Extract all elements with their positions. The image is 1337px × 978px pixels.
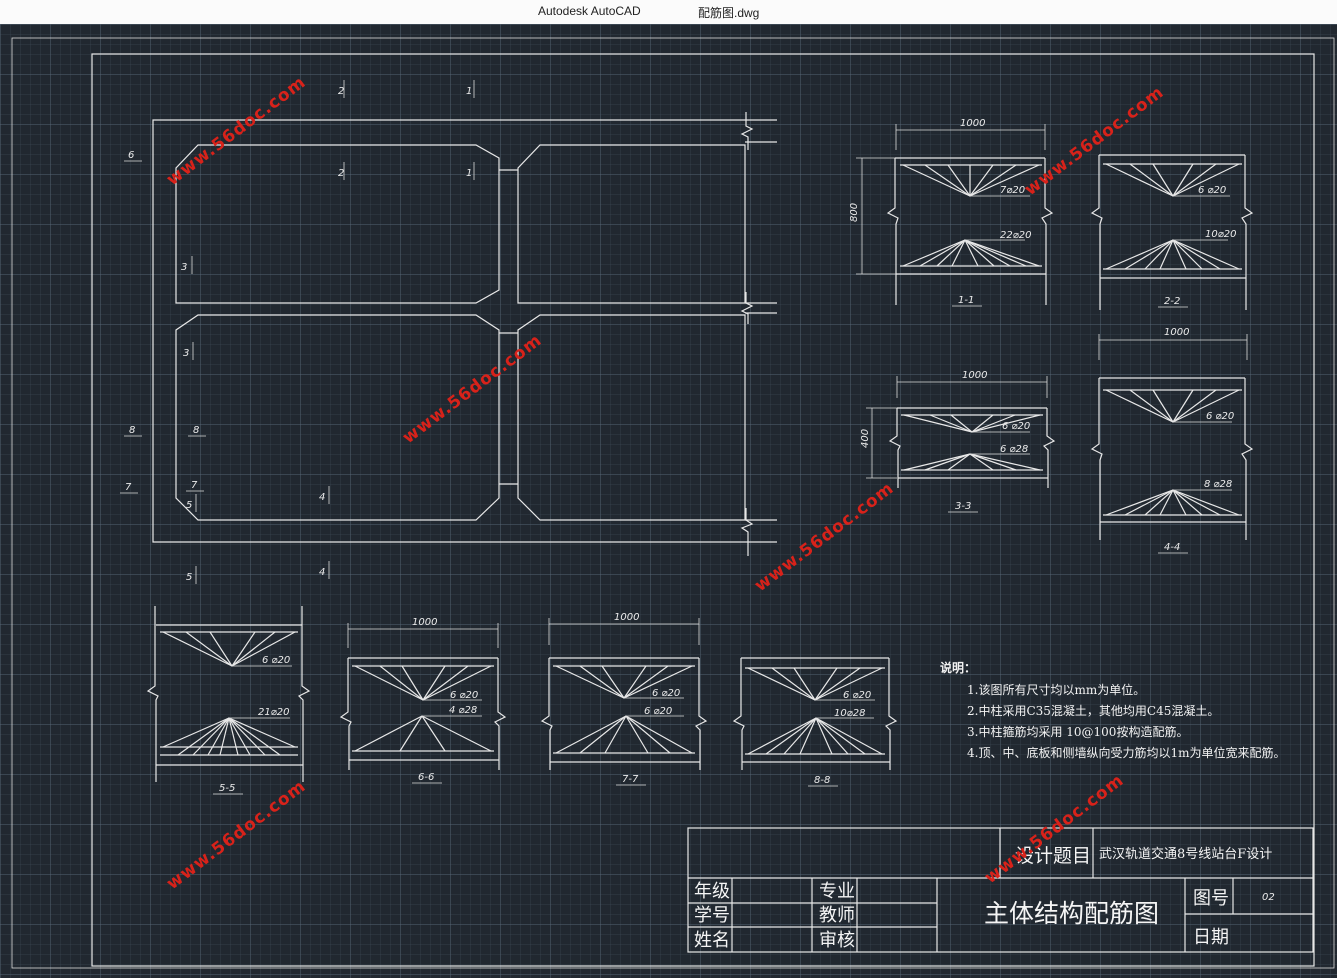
cut-label-8-a: 8: [129, 425, 135, 436]
cut-label-3-b: 3: [183, 348, 189, 359]
window-titlebar: Autodesk AutoCAD 配筋图.dwg: [0, 0, 1337, 25]
drawing-svg: 2 1 2 1 6 3 3 8 8 7 7 5 5 4 4 1000: [11, 37, 1335, 969]
outer-frame: [11, 37, 1335, 969]
s77-title: 7-7: [622, 774, 639, 785]
date-label: 日期: [1193, 927, 1229, 948]
s88-bottom-bar: 10⌀28: [834, 708, 865, 719]
note-4: 4.顶、中、底板和侧墙纵向受力筋均以1m为单位宽来配筋。: [967, 745, 1285, 760]
section-1-1: 1000 800 7⌀20 22⌀20 1-1: [849, 118, 1054, 307]
s44-width: 1000: [1164, 327, 1189, 338]
section-6-6: 1000 6 ⌀20 4 ⌀28 6-6: [339, 617, 507, 784]
s77-bottom-bar: 6 ⌀20: [644, 706, 672, 717]
s77-top-bar: 6 ⌀20: [652, 688, 680, 699]
design-topic-label: 设计题目: [1015, 845, 1091, 867]
station-plan: 2 1 2 1 6 3 3 8 8 7 7 5 5 4 4: [120, 80, 777, 584]
s66-top-bar: 6 ⌀20: [450, 690, 478, 701]
design-notes: 说明： 1.该图所有尺寸均以mm为单位。 2.中柱采用C35混凝土，其他均用C4…: [940, 660, 1285, 760]
watermark-1: www.56doc.com: [163, 72, 310, 190]
cut-label-4-b: 4: [319, 567, 325, 578]
title-block: 设计题目 武汉轨道交通8号线站台F设计 年级 学号 姓名 专业 教师 审核 主体…: [687, 827, 1314, 953]
s22-bottom-bar: 10⌀20: [1205, 229, 1236, 240]
s55-bottom-bar: 21⌀20: [258, 707, 289, 718]
name-label: 姓名: [694, 930, 730, 951]
section-8-8: 6 ⌀20 10⌀28 8-8: [732, 657, 898, 787]
s33-title: 3-3: [955, 501, 971, 512]
drawing-canvas[interactable]: 2 1 2 1 6 3 3 8 8 7 7 5 5 4 4 1000: [0, 24, 1337, 978]
drawing-no: 02: [1262, 892, 1275, 903]
s44-top-bar: 6 ⌀20: [1206, 411, 1234, 422]
s55-title: 5-5: [219, 783, 235, 794]
cut-label-8-b: 8: [193, 425, 199, 436]
section-7-7: 1000 6 ⌀20 6 ⌀20 7-7: [540, 612, 708, 786]
s33-top-bar: 6 ⌀20: [1002, 421, 1030, 432]
cut-label-1-mid: 1: [466, 168, 472, 179]
cut-label-3-a: 3: [181, 262, 187, 273]
file-name-tab[interactable]: 配筋图.dwg: [698, 6, 760, 20]
s33-bottom-bar: 6 ⌀28: [1000, 444, 1028, 455]
s11-title: 1-1: [958, 295, 974, 306]
watermark-6: www.56doc.com: [981, 770, 1128, 888]
inner-frame: [91, 53, 1315, 967]
cut-label-5-b: 5: [186, 572, 192, 583]
s22-title: 2-2: [1164, 296, 1180, 307]
s11-top-bar: 7⌀20: [1000, 185, 1025, 196]
cut-label-7-b: 7: [191, 480, 198, 491]
cut-label-4-a: 4: [319, 492, 325, 503]
watermark-3: www.56doc.com: [399, 330, 546, 448]
review-label: 审核: [819, 930, 855, 951]
watermark-2: www.56doc.com: [1021, 82, 1168, 200]
section-4-4: 1000 6 ⌀20 8 ⌀28 4-4: [1090, 327, 1254, 554]
cut-label-5-a: 5: [186, 500, 192, 511]
grade-label: 年级: [694, 881, 730, 902]
s11-width: 1000: [960, 118, 985, 129]
design-topic: 武汉轨道交通8号线站台F设计: [1099, 846, 1272, 862]
note-1: 1.该图所有尺寸均以mm为单位。: [967, 682, 1145, 697]
s77-width: 1000: [614, 612, 639, 623]
s44-bottom-bar: 8 ⌀28: [1204, 479, 1232, 490]
s22-top-bar: 6 ⌀20: [1198, 185, 1226, 196]
cut-label-2-mid: 2: [338, 168, 344, 179]
student-id-label: 学号: [694, 905, 730, 926]
cut-label-2-top: 2: [338, 86, 344, 97]
s66-title: 6-6: [418, 772, 434, 783]
s11-height: 800: [849, 203, 860, 222]
cut-label-7-a: 7: [125, 482, 132, 493]
watermark-4: www.56doc.com: [751, 478, 898, 596]
cut-label-6: 6: [128, 150, 134, 161]
s33-height: 400: [860, 429, 871, 448]
section-3-3: 1000 400 6 ⌀20 6 ⌀28 3-3: [860, 370, 1056, 513]
cut-label-1-top: 1: [466, 86, 472, 97]
note-2: 2.中柱采用C35混凝土，其他均用C45混凝土。: [967, 703, 1219, 718]
s55-top-bar: 6 ⌀20: [262, 655, 290, 666]
drawing-title: 主体结构配筋图: [984, 899, 1159, 928]
s66-width: 1000: [412, 617, 437, 628]
s88-top-bar: 6 ⌀20: [843, 690, 871, 701]
s88-title: 8-8: [814, 775, 830, 786]
s33-width: 1000: [962, 370, 987, 381]
s11-bottom-bar: 22⌀20: [1000, 230, 1031, 241]
teacher-label: 教师: [819, 905, 855, 926]
s44-title: 4-4: [1164, 542, 1180, 553]
section-2-2: 6 ⌀20 10⌀20 2-2: [1090, 154, 1254, 310]
major-label: 专业: [819, 881, 855, 902]
drawing-no-label: 图号: [1193, 888, 1229, 909]
note-3: 3.中柱箍筋均采用 10@100按构造配筋。: [967, 724, 1188, 739]
section-5-5: 6 ⌀20 21⌀20 5-5: [146, 606, 311, 795]
s66-bottom-bar: 4 ⌀28: [449, 705, 477, 716]
notes-heading: 说明：: [940, 660, 976, 675]
app-title: Autodesk AutoCAD: [538, 4, 641, 18]
